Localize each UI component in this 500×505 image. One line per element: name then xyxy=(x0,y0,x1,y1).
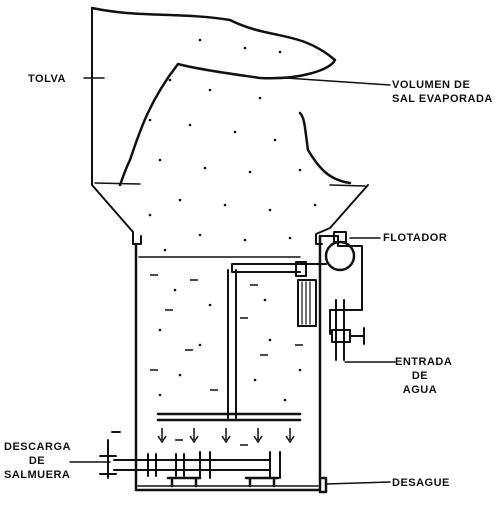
float-chamber xyxy=(319,235,363,335)
label-tolva: TOLVA xyxy=(28,73,66,85)
level-gauge xyxy=(297,279,317,327)
float-rod-clamp xyxy=(295,261,307,277)
label-entrada-line2: DE xyxy=(411,370,429,382)
brine-dashes xyxy=(150,274,303,446)
level-gauge-inner xyxy=(301,281,311,325)
drain-fitting xyxy=(318,476,328,494)
label-desague: DESAGUE xyxy=(392,477,450,489)
discharge-valve xyxy=(99,431,121,479)
distribution-header xyxy=(156,412,302,422)
salt-pile-outline xyxy=(90,6,352,187)
central-pipe xyxy=(227,269,237,419)
label-descarga-line1: DESCARGA xyxy=(4,441,71,453)
water-inlet-valve xyxy=(331,327,365,345)
discharge-pipe xyxy=(113,451,281,479)
leader-lines xyxy=(69,77,396,485)
hopper-brine-level xyxy=(94,182,366,187)
label-flotador: FLOTADOR xyxy=(383,232,448,244)
flow-arrows xyxy=(157,428,295,444)
label-descarga-line3: SALMUERA xyxy=(4,469,71,481)
pipe-supports xyxy=(166,476,280,488)
label-volumen-line1: VOLUMEN DE xyxy=(392,79,471,91)
salt-stipple xyxy=(148,38,317,402)
hopper-wall-left xyxy=(91,7,142,245)
label-volumen-line2: SAL EVAPORADA xyxy=(392,93,493,105)
float-cap xyxy=(333,231,347,243)
tank-outline xyxy=(134,234,322,492)
hopper-wall-right xyxy=(315,184,369,245)
label-entrada-line3: AGUA xyxy=(402,384,438,396)
discharge-fittings xyxy=(147,451,211,479)
label-entrada-line1: ENTRADA xyxy=(395,356,453,368)
float-rod xyxy=(231,263,327,273)
label-descarga-line2: DE xyxy=(28,455,46,467)
